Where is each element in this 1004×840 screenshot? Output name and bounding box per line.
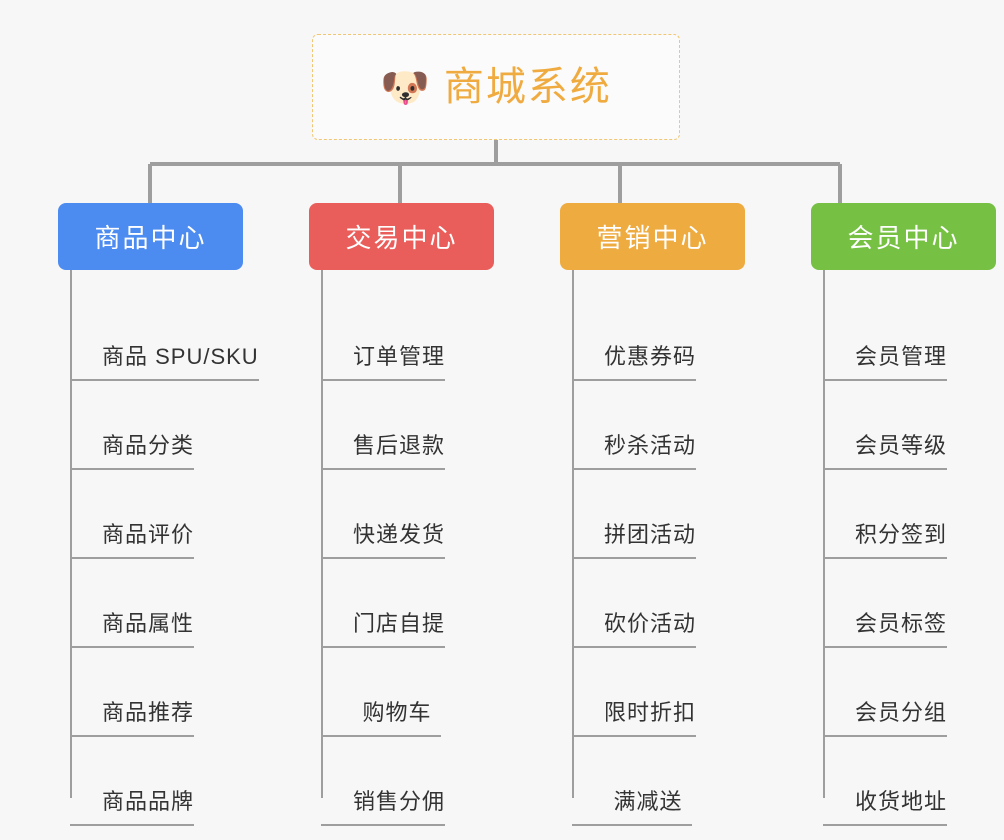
- list-item[interactable]: 会员标签: [823, 559, 948, 648]
- category-header-member-center[interactable]: 会员中心: [811, 203, 996, 270]
- item-label: 会员管理: [823, 339, 948, 381]
- item-label: 订单管理: [321, 339, 446, 381]
- list-item[interactable]: 销售分佣: [321, 737, 446, 826]
- list-item[interactable]: 订单管理: [321, 292, 446, 381]
- list-item[interactable]: 会员分组: [823, 648, 948, 737]
- item-label: 会员标签: [823, 606, 948, 648]
- category-header-trade-center[interactable]: 交易中心: [309, 203, 494, 270]
- list-item[interactable]: 商品分类: [70, 381, 259, 470]
- item-label: 商品评价: [70, 517, 195, 559]
- item-label: 会员等级: [823, 428, 948, 470]
- item-list-member-center: 会员管理 会员等级 积分签到 会员标签 会员分组 收货地址: [823, 292, 948, 826]
- list-item[interactable]: 购物车: [321, 648, 445, 737]
- list-item[interactable]: 商品评价: [70, 470, 259, 559]
- category-columns: 商品中心 商品 SPU/SKU 商品分类 商品评价 商品属性 商品推荐 商品品牌…: [0, 203, 1004, 826]
- category-header-marketing-center[interactable]: 营销中心: [560, 203, 745, 270]
- item-label: 商品属性: [70, 606, 195, 648]
- list-item[interactable]: 收货地址: [823, 737, 948, 826]
- list-item[interactable]: 商品属性: [70, 559, 259, 648]
- item-label: 秒杀活动: [572, 428, 697, 470]
- item-label: 门店自提: [321, 606, 446, 648]
- column-marketing-center: 营销中心 优惠券码 秒杀活动 拼团活动 砍价活动 限时折扣 满减送: [502, 203, 753, 826]
- item-list-trade-center: 订单管理 售后退款 快递发货 门店自提 购物车 销售分佣: [321, 292, 446, 826]
- column-spine-marketing-center: [572, 270, 574, 798]
- item-label: 销售分佣: [321, 784, 446, 826]
- column-spine-product-center: [70, 270, 72, 798]
- item-label: 商品 SPU/SKU: [70, 339, 259, 381]
- list-item[interactable]: 快递发货: [321, 470, 446, 559]
- column-product-center: 商品中心 商品 SPU/SKU 商品分类 商品评价 商品属性 商品推荐 商品品牌: [0, 203, 259, 826]
- list-item[interactable]: 优惠券码: [572, 292, 697, 381]
- category-header-product-center[interactable]: 商品中心: [58, 203, 243, 270]
- item-label: 收货地址: [823, 784, 948, 826]
- list-item[interactable]: 满减送: [572, 737, 696, 826]
- item-label: 积分签到: [823, 517, 948, 559]
- root-title: 商城系统: [443, 65, 612, 109]
- item-label: 优惠券码: [572, 339, 697, 381]
- column-spine-member-center: [823, 270, 825, 798]
- list-item[interactable]: 商品 SPU/SKU: [70, 292, 259, 381]
- list-item[interactable]: 售后退款: [321, 381, 446, 470]
- item-label: 会员分组: [823, 695, 948, 737]
- dog-face-icon: 🐶: [380, 66, 430, 110]
- item-list-product-center: 商品 SPU/SKU 商品分类 商品评价 商品属性 商品推荐 商品品牌: [70, 292, 259, 826]
- item-label: 拼团活动: [572, 517, 697, 559]
- item-label: 商品品牌: [70, 784, 195, 826]
- item-label: 限时折扣: [572, 695, 697, 737]
- list-item[interactable]: 会员管理: [823, 292, 948, 381]
- item-label: 砍价活动: [572, 606, 697, 648]
- column-member-center: 会员中心 会员管理 会员等级 积分签到 会员标签 会员分组 收货地址: [753, 203, 1004, 826]
- list-item[interactable]: 秒杀活动: [572, 381, 697, 470]
- list-item[interactable]: 积分签到: [823, 470, 948, 559]
- root-node-mall-system[interactable]: 🐶 商城系统: [312, 34, 680, 140]
- list-item[interactable]: 砍价活动: [572, 559, 697, 648]
- item-label: 购物车: [321, 695, 441, 737]
- list-item[interactable]: 限时折扣: [572, 648, 697, 737]
- list-item[interactable]: 会员等级: [823, 381, 948, 470]
- list-item[interactable]: 拼团活动: [572, 470, 697, 559]
- item-label: 售后退款: [321, 428, 446, 470]
- item-label: 商品分类: [70, 428, 195, 470]
- item-label: 快递发货: [321, 517, 446, 559]
- list-item[interactable]: 商品推荐: [70, 648, 259, 737]
- column-spine-trade-center: [321, 270, 323, 798]
- item-list-marketing-center: 优惠券码 秒杀活动 拼团活动 砍价活动 限时折扣 满减送: [572, 292, 697, 826]
- column-trade-center: 交易中心 订单管理 售后退款 快递发货 门店自提 购物车 销售分佣: [251, 203, 502, 826]
- list-item[interactable]: 门店自提: [321, 559, 446, 648]
- list-item[interactable]: 商品品牌: [70, 737, 259, 826]
- item-label: 满减送: [572, 784, 692, 826]
- item-label: 商品推荐: [70, 695, 195, 737]
